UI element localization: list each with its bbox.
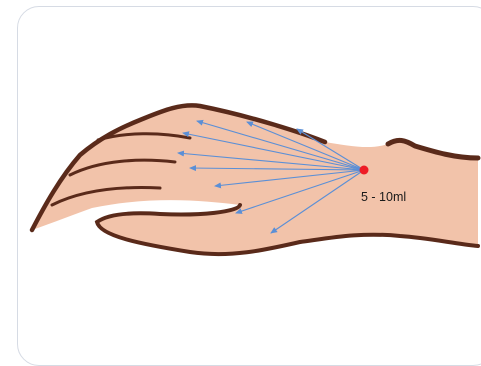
hand-skin — [32, 105, 478, 254]
dose-label: 5 - 10ml — [361, 190, 406, 204]
hand-illustration — [0, 0, 481, 350]
diagram-frame: 5 - 10ml — [0, 0, 481, 350]
injection-point-icon — [360, 166, 369, 175]
